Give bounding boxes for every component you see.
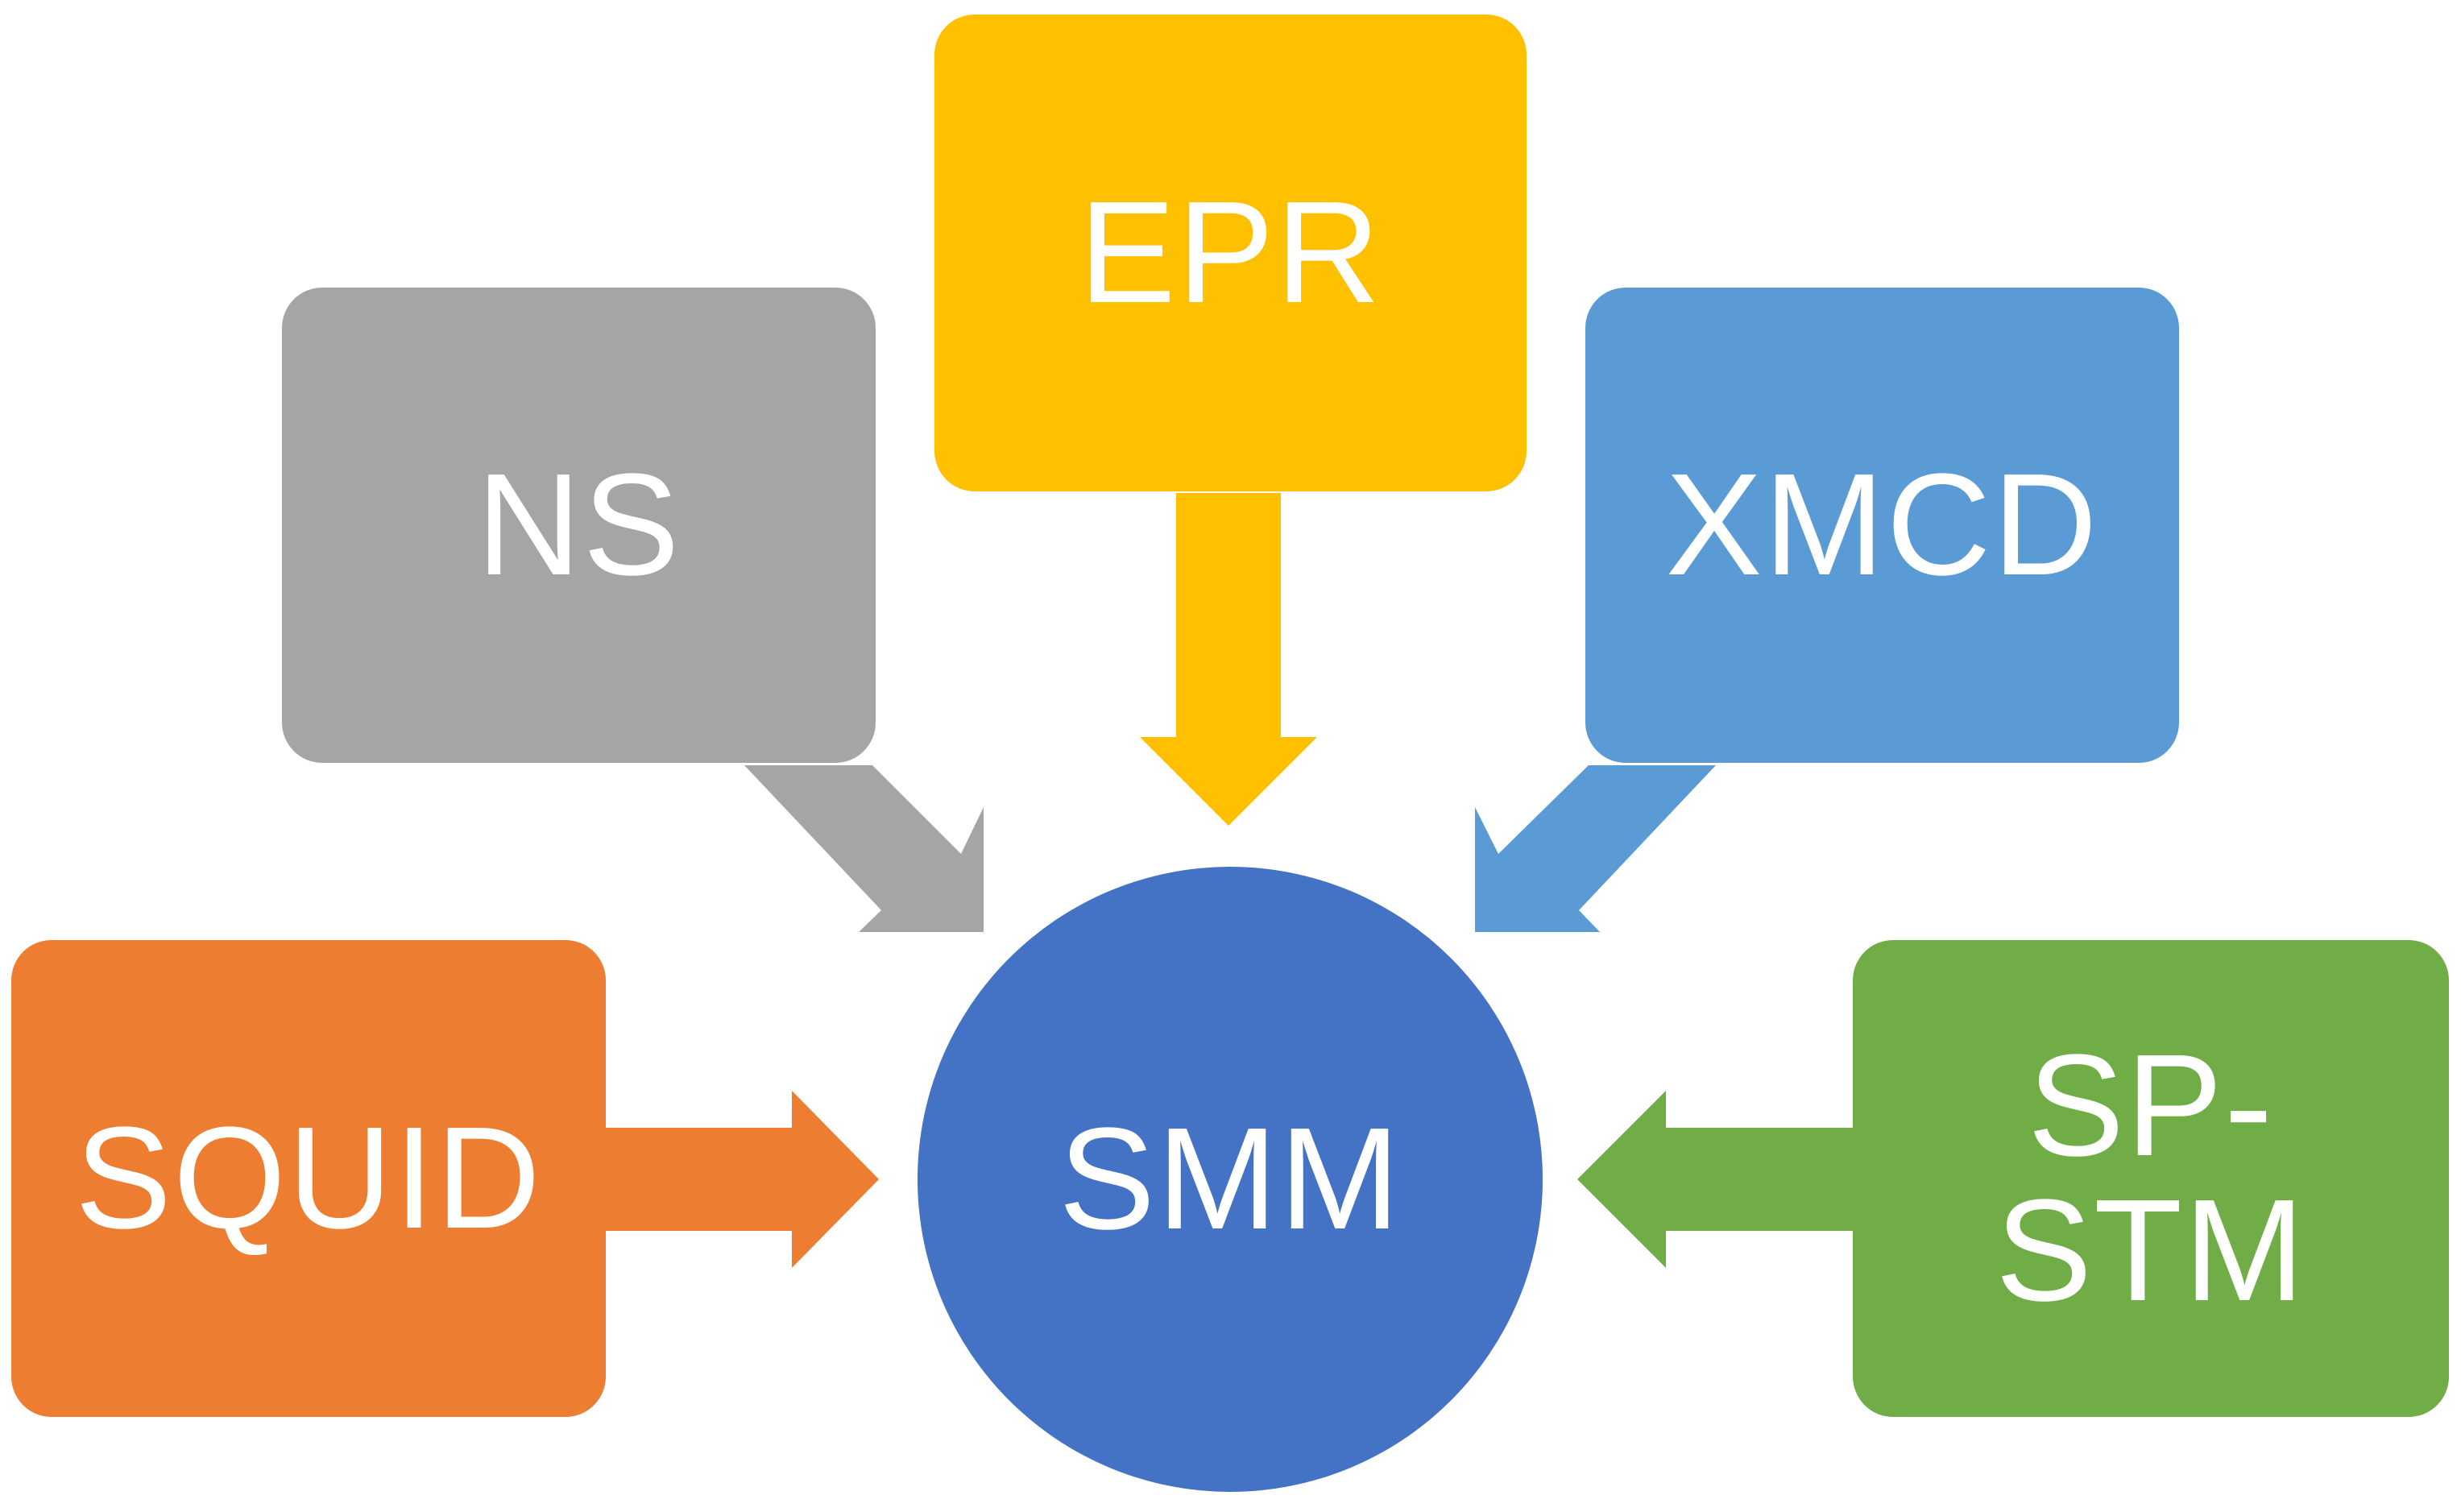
ns-box [282,288,876,763]
sp-stm-box [1853,940,2449,1417]
ns-arrow [744,765,984,932]
sp-stm-arrow [1577,1091,1853,1268]
squid-arrow [606,1091,879,1268]
xmcd-arrow [1475,765,1716,932]
xmcd-box [1585,288,2179,763]
epr-box [934,14,1527,491]
epr-arrow [1140,493,1317,826]
squid-box [11,940,606,1417]
smm-circle [918,867,1543,1492]
